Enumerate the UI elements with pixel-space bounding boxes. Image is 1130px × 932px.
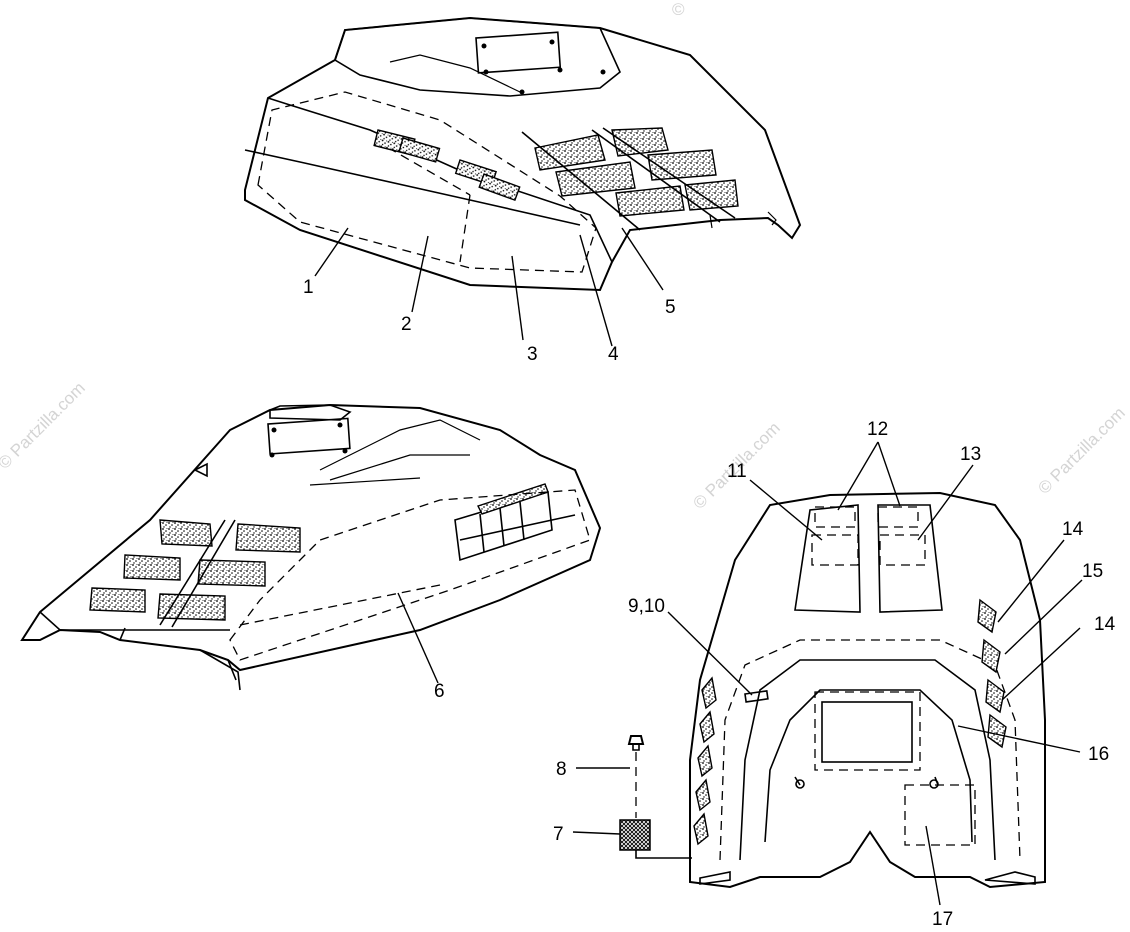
top-hood-drawing <box>244 16 802 292</box>
callout-8: 8 <box>556 759 567 780</box>
watermark-right: © Partzilla.com <box>1034 403 1128 497</box>
callout-6: 6 <box>434 681 445 702</box>
callout-4: 4 <box>608 344 619 365</box>
callout-15: 15 <box>1082 561 1103 582</box>
callout-1: 1 <box>303 277 314 298</box>
callout-14-upper: 14 <box>1062 519 1084 540</box>
callout-9-10: 9,10 <box>628 596 665 617</box>
callout-12: 12 <box>867 419 888 440</box>
side-hood-drawing <box>20 403 602 691</box>
callout-16: 16 <box>1088 744 1109 765</box>
rear-hood-drawing <box>619 491 1046 889</box>
watermark-top-symbol: © <box>672 0 685 19</box>
callout-5: 5 <box>665 297 676 318</box>
callouts: 1 2 3 4 5 6 8 7 9,10 11 12 13 14 15 14 1… <box>303 277 1116 930</box>
callout-17: 17 <box>932 909 953 930</box>
callout-11: 11 <box>727 461 747 482</box>
callout-14-lower: 14 <box>1094 614 1116 635</box>
callout-2: 2 <box>401 314 412 335</box>
callout-3: 3 <box>527 344 538 365</box>
mesh-7-shape <box>619 819 651 851</box>
watermark-left: © Partzilla.com <box>0 378 89 472</box>
callout-7: 7 <box>553 824 564 845</box>
bolt-8-shape <box>627 735 645 745</box>
leader-lines <box>314 227 1083 906</box>
callout-13: 13 <box>960 444 981 465</box>
